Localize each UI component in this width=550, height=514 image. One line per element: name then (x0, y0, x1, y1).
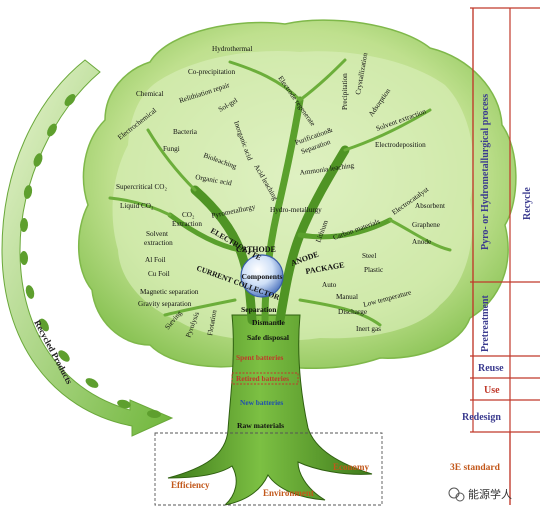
stage-spent-batteries: Spent batteries (236, 353, 284, 362)
label-discharge: Discharge (338, 308, 367, 316)
roots-box: Efficiency Environment Economy (154, 432, 383, 506)
scale-reuse: Reuse (478, 363, 504, 374)
retired-batteries-box (231, 372, 299, 385)
label-electrodeposition: Electrodeposition (375, 141, 426, 149)
label-cu-foil: Cu Foil (148, 270, 170, 278)
label-absorbent: Absorbent (415, 202, 445, 210)
tree-trunk (108, 58, 452, 506)
label-auto: Auto (322, 281, 337, 289)
label-gravity-separation: Gravity separation (138, 300, 192, 308)
root-efficiency: Efficiency (171, 480, 210, 490)
label-co-precipitation: Co-precipitation (188, 68, 236, 76)
stage-new-batteries: New batteries (240, 398, 283, 407)
scale-use: Use (484, 385, 500, 396)
label-hydrothermal: Hydrothermal (212, 45, 252, 53)
stage-raw-materials: Raw materials (237, 421, 284, 430)
label-extraction: Extraction (172, 220, 202, 228)
label-precipitation: Precipitation (341, 73, 349, 110)
tree-crown (78, 19, 517, 369)
label-anode-right: Anode (412, 238, 431, 246)
label-fungi: Fungi (163, 145, 180, 153)
label-safe-disposal: Safe disposal (247, 333, 289, 342)
arrow-leaves (19, 94, 161, 419)
label-hydrometallurgy: Hydro-metallurgy (270, 206, 322, 214)
label-separation-trunk: Separation (241, 305, 277, 314)
scale-recycle: Recycle (522, 187, 533, 220)
label-inert-gas: Inert gas (356, 325, 381, 333)
root-environment: Environment (263, 488, 314, 498)
components-node: Components (240, 254, 284, 298)
label-extraction-left: extraction (144, 239, 173, 247)
label-steel: Steel (362, 252, 376, 260)
root-economy: Economy (333, 462, 370, 472)
side-scale: Pyro- or Hydrometallurgical process Recy… (450, 7, 540, 505)
label-cathode: CATHODE (236, 245, 276, 254)
label-supercritical-co2: Supercritical CO₂ (116, 183, 168, 191)
scale-pretreatment: Pretreatment (480, 295, 491, 352)
scale-3e-standard: 3E standard (450, 463, 501, 473)
trunk-stages: Spent batteries Retired batteries New ba… (231, 353, 299, 430)
label-co2: CO₂ (182, 211, 195, 219)
watermark-text: 能源学人 (468, 487, 512, 501)
label-solvent: Solvent (146, 230, 168, 238)
label-plastic: Plastic (364, 266, 383, 274)
watermark: 能源学人 (448, 487, 512, 502)
label-al-foil: Al Foil (145, 256, 166, 264)
scale-redesign: Redesign (462, 412, 501, 423)
label-manual: Manual (336, 293, 358, 301)
3e-standard-box (154, 432, 383, 506)
stage-retired-batteries: Retired batteries (236, 374, 289, 383)
components-label: Components (242, 272, 283, 281)
label-magnetic-separation: Magnetic separation (140, 288, 199, 296)
label-chemical: Chemical (136, 90, 164, 98)
label-graphene: Graphene (412, 221, 440, 229)
wechat-icon (448, 487, 460, 499)
label-bacteria: Bacteria (173, 128, 198, 136)
label-liquid-co2: Liquid CO₂ (120, 202, 154, 210)
label-dismantle: Dismantle (252, 318, 286, 327)
scale-pyro-hydro: Pyro- or Hydrometallurgical process (480, 94, 491, 250)
